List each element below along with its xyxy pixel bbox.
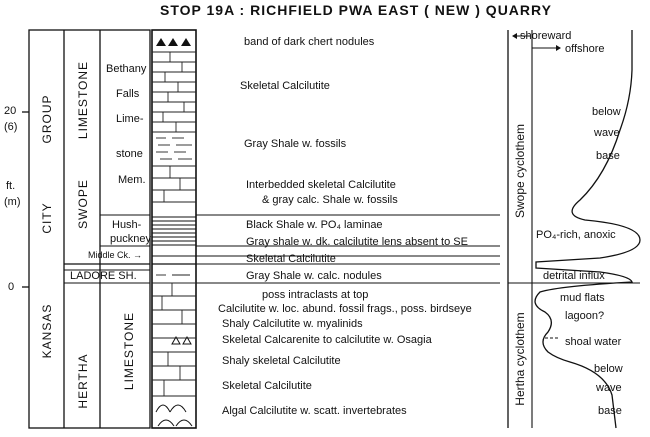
lith-desc-calcarenite-osagia: Skeletal Calcarenite to calcilutite w. O…: [222, 334, 432, 346]
env-lagoon: lagoon?: [565, 310, 604, 322]
group-label-city: CITY: [40, 202, 54, 233]
env-lower-base: base: [598, 405, 622, 417]
algal-domes: [156, 405, 192, 426]
lith-desc-chert-band: band of dark chert nodules: [244, 36, 374, 48]
formation-label-hertha-limestone: LIMESTONE: [122, 312, 136, 390]
lith-desc-shaly-calcilutite-myalinids: Shaly Calcilutite w. myalinids: [222, 318, 363, 330]
member-bethany-line5: Mem.: [118, 174, 146, 186]
env-lower-wave: wave: [596, 382, 622, 394]
lith-desc-gray-shale-lens: Gray shale w. dk. calcilutite lens absen…: [246, 236, 468, 248]
member-hushpuckney-line2: puckney: [110, 233, 151, 245]
env-shoal-water: shoal water: [565, 336, 621, 348]
scale-unit-ft: ft.: [6, 180, 15, 192]
member-bethany-line3: Lime-: [116, 113, 144, 125]
scale-label-20-metric: (6): [4, 121, 17, 133]
lith-desc-interbedded-line2: & gray calc. Shale w. fossils: [262, 194, 398, 206]
env-offshore: offshore: [565, 43, 605, 55]
member-bethany-line2: Falls: [116, 88, 139, 100]
member-bethany-line1: Bethany: [106, 63, 146, 75]
lith-desc-intraclasts: poss intraclasts at top: [262, 289, 368, 301]
lith-desc-gray-shale-fossils: Gray Shale w. fossils: [244, 138, 346, 150]
black-shale-laminae: [152, 217, 196, 245]
figure-title: STOP 19A : RICHFIELD PWA EAST ( NEW ) QU…: [160, 4, 552, 16]
lith-desc-gray-shale-nodules: Gray Shale w. calc. nodules: [246, 270, 382, 282]
env-upper-wave: wave: [594, 127, 620, 139]
env-swope-cyclothem: Swope cyclothem: [513, 124, 527, 218]
lith-desc-skeletal-calcilutite-lower: Skeletal Calcilutite: [222, 380, 312, 392]
env-shoreward: shoreward: [520, 30, 571, 42]
scale-label-20: 20: [4, 105, 16, 117]
env-mud-flats: mud flats: [560, 292, 605, 304]
chert-nodules: [156, 38, 191, 46]
lithologic-column: [152, 30, 196, 428]
ladore-shale-pattern: [152, 275, 196, 283]
lith-desc-skeletal-calcilutite-upper: Skeletal Calcilutite: [240, 80, 330, 92]
env-hertha-cyclothem: Hertha cyclothem: [513, 312, 527, 405]
lith-desc-interbedded-line1: Interbedded skeletal Calcilutite: [246, 179, 396, 191]
scale-unit-m: (m): [4, 196, 21, 208]
lith-desc-skeletal-calcilutite-middle: Skeletal Calcilutite: [246, 253, 336, 265]
formation-label-hertha: HERTHA: [76, 353, 90, 408]
formation-label-swope: SWOPE: [76, 179, 90, 229]
member-middle-creek: Middle Ck. →: [88, 249, 142, 261]
env-upper-base: base: [596, 150, 620, 162]
env-po4-rich: PO₄-rich, anoxic: [536, 229, 616, 241]
lith-desc-calcilutite-fossil-frags: Calcilutite w. loc. abund. fossil frags.…: [218, 303, 472, 315]
shale-pattern-upper: [152, 138, 196, 202]
lith-desc-shaly-skeletal: Shaly skeletal Calcilutite: [222, 355, 341, 367]
member-hushpuckney-line1: Hush-: [112, 219, 141, 231]
env-upper-below: below: [592, 106, 621, 118]
member-bethany-line4: stone: [116, 148, 143, 160]
env-lower-below: below: [594, 363, 623, 375]
scale-label-0: 0: [8, 281, 14, 293]
lith-desc-black-shale: Black Shale w. PO₄ laminae: [246, 219, 383, 231]
formation-label-swope-limestone: LIMESTONE: [76, 61, 90, 139]
group-label-kansas: KANSAS: [40, 304, 54, 359]
lith-desc-algal-calcilutite: Algal Calcilutite w. scatt. invertebrate…: [222, 405, 407, 417]
member-ladore-shale: LADORE SH.: [70, 270, 137, 282]
group-label-group: GROUP: [40, 94, 54, 143]
env-detrital-influx: detrital influx: [543, 270, 605, 282]
